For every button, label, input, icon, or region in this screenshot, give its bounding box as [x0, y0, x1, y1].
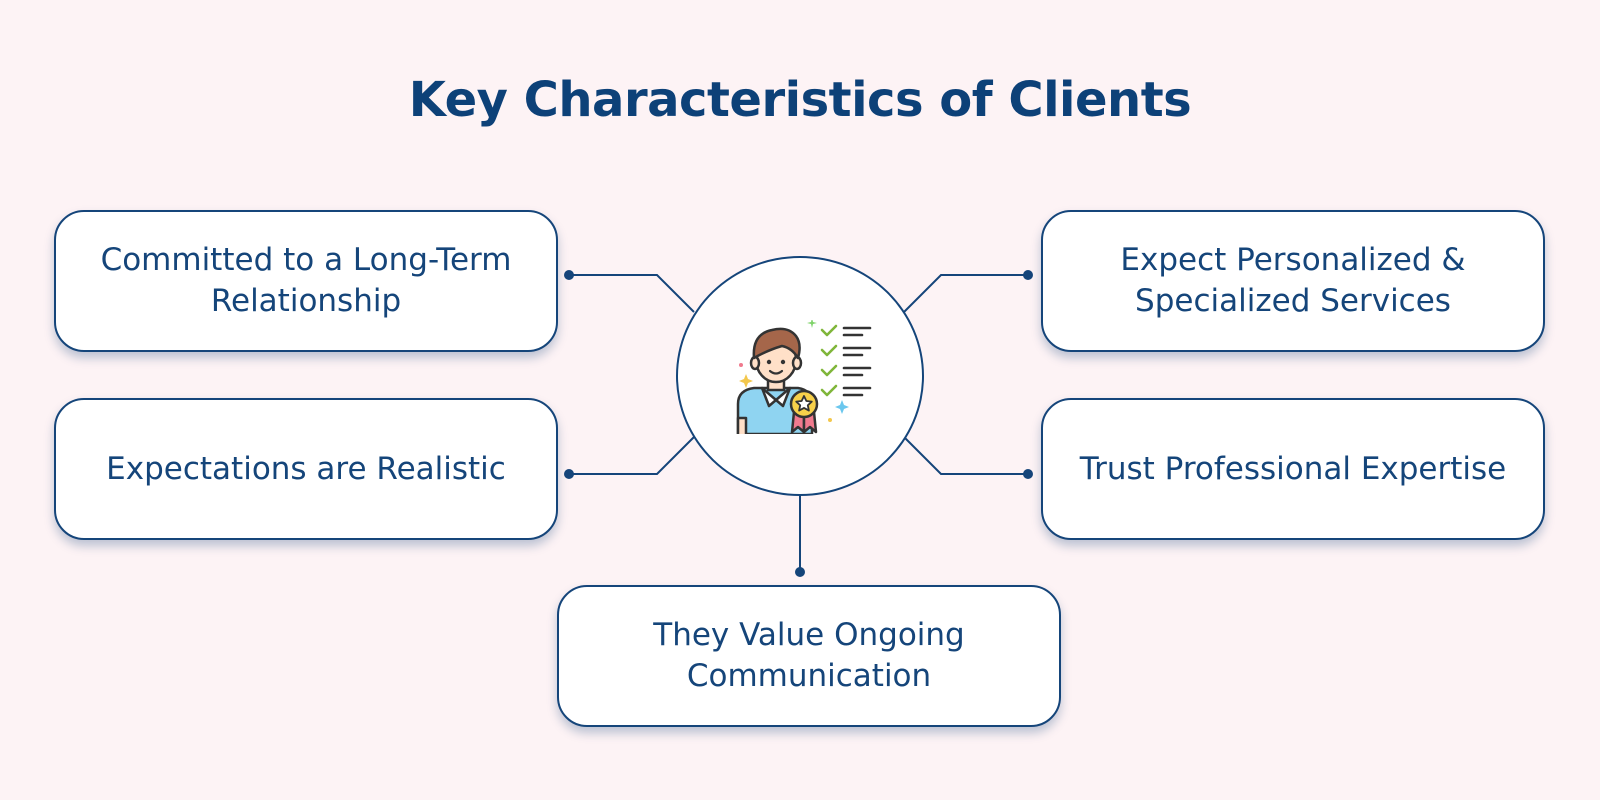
connector-top-left	[569, 274, 695, 313]
connector-bottom-left	[569, 436, 695, 475]
node-personalized-services: Expect Personalized & Specialized Servic…	[1041, 210, 1545, 352]
node-label: Trust Professional Expertise	[1079, 450, 1507, 487]
connector-dot-top-right	[1023, 270, 1033, 280]
node-realistic-expectations: Expectations are Realistic	[54, 398, 558, 540]
node-label: Expect Personalized & Specialized Servic…	[1120, 242, 1466, 319]
connector-dot-bottom-left	[564, 469, 574, 479]
diagram-title: Key Characteristics of Clients	[408, 72, 1192, 128]
node-trust-expertise: Trust Professional Expertise	[1041, 398, 1545, 540]
client-with-checklist-and-award-icon	[736, 320, 872, 434]
center-hub	[676, 256, 924, 496]
connector-dot-top-left	[564, 270, 574, 280]
node-label: They Value Ongoing Communication	[653, 617, 965, 694]
node-label: Committed to a Long-Term Relationship	[100, 242, 512, 319]
connector-dot-bottom-center	[795, 567, 805, 577]
node-committed-long-term: Committed to a Long-Term Relationship	[54, 210, 558, 352]
connector-bottom-right	[903, 436, 1028, 475]
node-label: Expectations are Realistic	[106, 450, 506, 487]
connector-top-right	[903, 274, 1028, 313]
node-ongoing-communication: They Value Ongoing Communication	[557, 585, 1061, 727]
connector-dot-bottom-right	[1023, 469, 1033, 479]
